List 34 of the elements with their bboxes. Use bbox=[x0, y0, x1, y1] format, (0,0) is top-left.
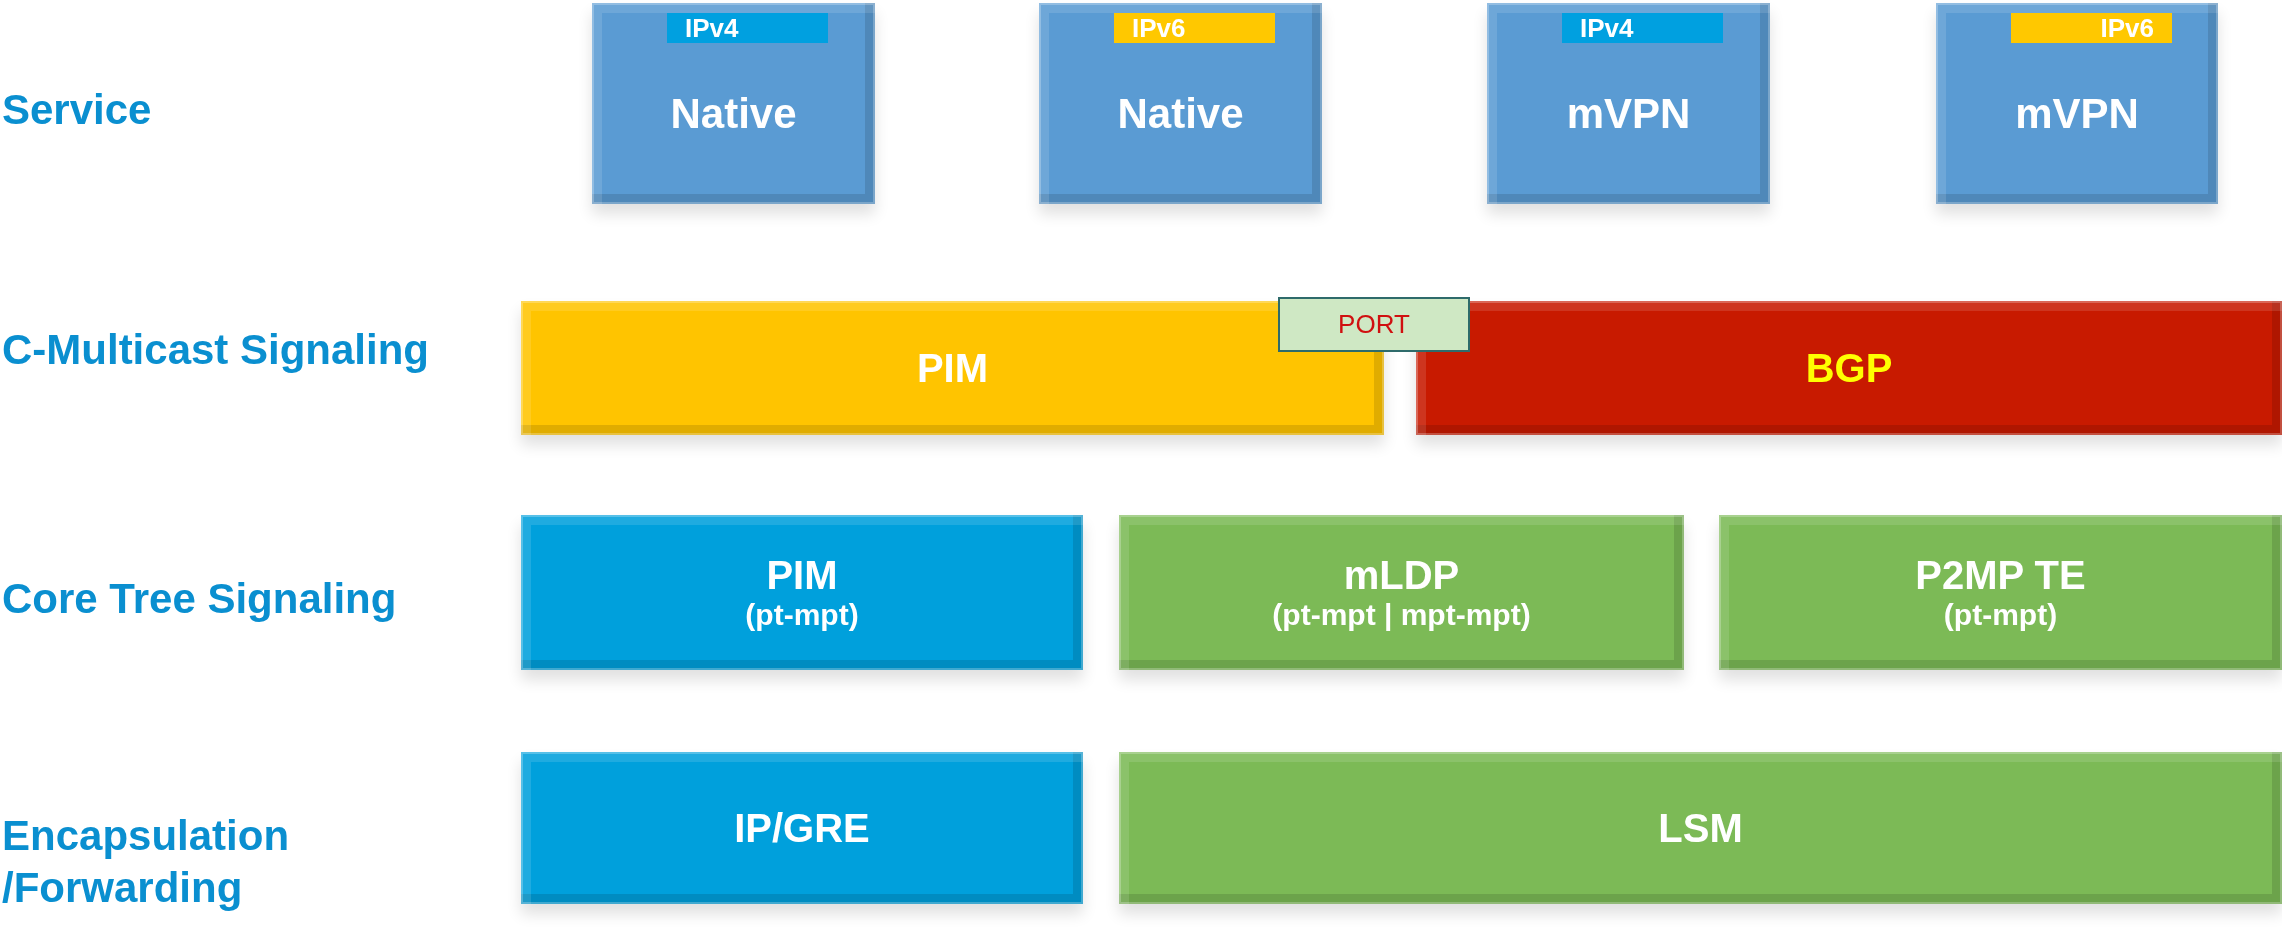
version-tag: IPv6 bbox=[2011, 13, 2172, 43]
protocol-label: BGP bbox=[1805, 345, 1893, 391]
service-label: mVPN bbox=[2015, 89, 2139, 138]
protocol-bar bbox=[1416, 301, 2282, 435]
protocol-label: PIM bbox=[766, 553, 838, 598]
port-tag bbox=[1278, 297, 1470, 352]
mode-label: (pt-mpt) bbox=[745, 598, 859, 632]
version-tag: IPv4 bbox=[667, 13, 828, 43]
service-label: Native bbox=[1117, 89, 1244, 138]
service-label: mVPN bbox=[1566, 89, 1691, 138]
row-label: Encapsulation /Forwarding bbox=[2, 811, 291, 913]
protocol-bar bbox=[1719, 515, 2282, 670]
row-label: Core Tree Signaling bbox=[2, 574, 397, 624]
protocol-label: IP/GRE bbox=[734, 805, 870, 851]
version-tag: IPv4 bbox=[1562, 13, 1723, 43]
row-label: C-Multicast Signaling bbox=[2, 325, 429, 375]
protocol-label: PIM bbox=[916, 345, 989, 391]
protocol-label: LSM bbox=[1658, 805, 1743, 851]
port-label: PORT bbox=[1338, 309, 1410, 340]
version-tag: IPv6 bbox=[1114, 13, 1275, 43]
service-block bbox=[1039, 3, 1322, 204]
protocol-bar bbox=[521, 515, 1083, 670]
service-block bbox=[1487, 3, 1770, 204]
protocol-bar bbox=[521, 752, 1083, 904]
service-label: Native bbox=[670, 89, 797, 138]
service-block bbox=[592, 3, 875, 204]
mode-label: (pt-mpt | mpt-mpt) bbox=[1272, 598, 1531, 632]
protocol-label: P2MP TE bbox=[1915, 553, 2086, 598]
protocol-bar bbox=[1119, 752, 2282, 904]
service-block bbox=[1936, 3, 2218, 204]
row-label: Service bbox=[2, 85, 152, 135]
protocol-bar bbox=[1119, 515, 1684, 670]
mode-label: (pt-mpt) bbox=[1943, 598, 2058, 632]
protocol-label: mLDP bbox=[1343, 553, 1460, 598]
